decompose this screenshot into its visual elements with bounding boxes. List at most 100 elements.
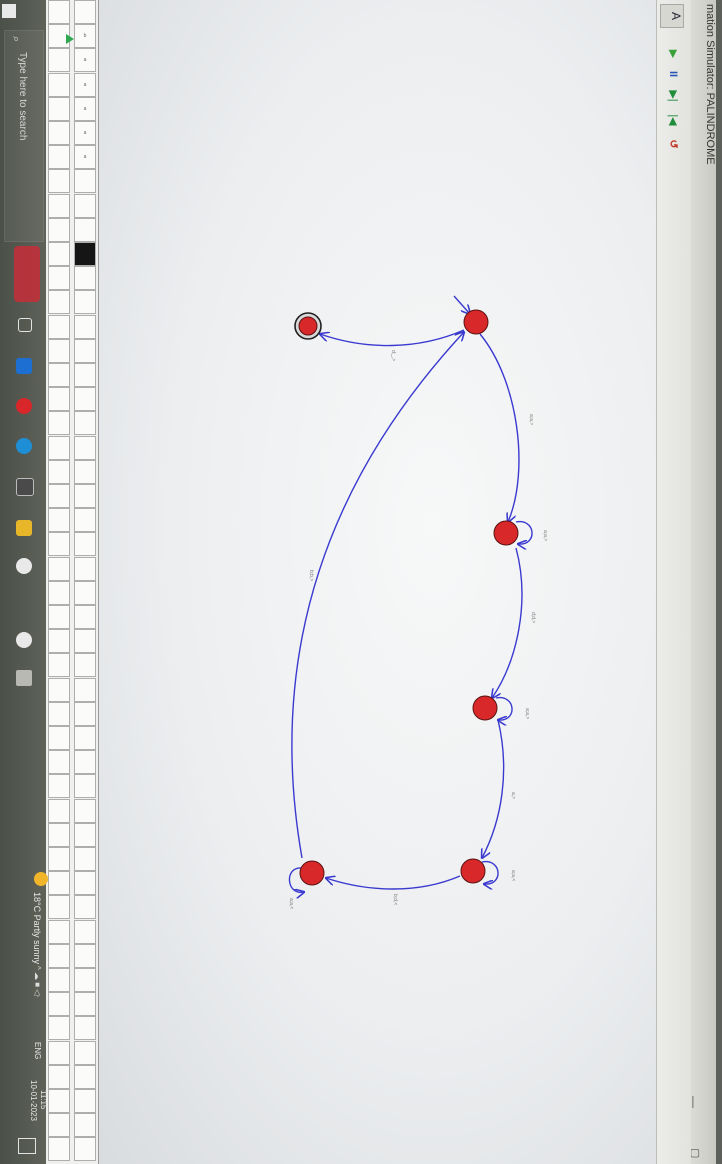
tape-cell[interactable] <box>74 847 96 871</box>
self-loop-q3[interactable] <box>481 861 499 884</box>
tape-cell[interactable]: a <box>74 121 96 145</box>
tape-cell[interactable] <box>48 532 70 557</box>
diagram-canvas[interactable]: a;a,> a;a,> d;d,> a;a,> a,> a;a,< b;d,< … <box>98 0 656 1164</box>
store-icon[interactable] <box>16 478 34 496</box>
tape-cell[interactable] <box>74 435 96 460</box>
edge-q3-q4[interactable] <box>326 875 461 890</box>
tape-cell[interactable] <box>74 629 96 654</box>
tape-cell[interactable] <box>48 338 70 363</box>
chrome-profile-icon[interactable] <box>16 632 32 648</box>
tape-cell[interactable] <box>48 847 70 871</box>
tape-cell[interactable] <box>74 605 96 629</box>
state-final[interactable] <box>294 312 322 340</box>
tape-cell[interactable] <box>48 919 70 944</box>
tape-cell[interactable] <box>48 193 70 218</box>
tape-cell[interactable] <box>48 145 70 170</box>
tape-cell[interactable]: a <box>74 72 96 97</box>
tape-cell[interactable] <box>48 726 70 750</box>
tape-cell[interactable] <box>74 919 96 944</box>
state-q3[interactable] <box>460 858 486 884</box>
tape-row-top[interactable] <box>48 0 72 1164</box>
state-q0[interactable] <box>463 309 489 335</box>
jflap-app-icon[interactable] <box>16 670 32 686</box>
edge-q0-q1[interactable] <box>479 333 520 522</box>
tape-cell[interactable] <box>48 314 70 339</box>
tape-cell[interactable] <box>74 508 96 533</box>
attribute-editor-button[interactable]: A <box>660 4 684 28</box>
tape-cell[interactable] <box>48 968 70 992</box>
tape-cell[interactable] <box>48 895 70 920</box>
start-button[interactable] <box>2 4 16 18</box>
acrobat-icon[interactable] <box>16 596 32 612</box>
state-q4[interactable] <box>299 860 325 886</box>
self-loop-q4[interactable] <box>288 867 304 892</box>
tape-cell[interactable] <box>74 1016 96 1041</box>
tape-cell[interactable] <box>74 459 96 484</box>
tape-cell[interactable] <box>74 726 96 750</box>
tape-cell[interactable] <box>48 1113 70 1138</box>
tape-cell[interactable] <box>48 1064 70 1089</box>
tape-cell[interactable] <box>48 387 70 412</box>
task-view-icon[interactable] <box>18 318 32 332</box>
tape-cell[interactable] <box>48 653 70 678</box>
tape-cell[interactable] <box>48 943 70 968</box>
state-q2[interactable] <box>472 695 498 721</box>
tape-cell[interactable] <box>74 1113 96 1138</box>
tape-cell[interactable] <box>48 798 70 823</box>
tape-cell[interactable] <box>48 580 70 605</box>
tape-cell[interactable] <box>48 1016 70 1041</box>
tape-cell[interactable] <box>74 968 96 992</box>
taskbar-search[interactable] <box>4 30 44 242</box>
edge-q1-q2[interactable] <box>492 547 523 698</box>
tape-cell[interactable] <box>74 169 96 194</box>
step-back-icon[interactable]: |◀ <box>667 114 679 126</box>
tape-cell[interactable] <box>74 387 96 412</box>
tape-cell[interactable] <box>48 774 70 799</box>
edge-q2-q3[interactable] <box>482 719 505 858</box>
state-q1[interactable] <box>493 520 519 546</box>
tape-cell[interactable] <box>48 48 70 73</box>
notification-icon[interactable] <box>18 1138 36 1154</box>
file-explorer-icon[interactable] <box>16 520 32 536</box>
tape-cell[interactable] <box>74 580 96 605</box>
language-indicator[interactable]: ENG <box>33 1042 42 1060</box>
tape-cell[interactable]: b <box>74 24 96 49</box>
tape-cell[interactable] <box>74 266 96 291</box>
tape-cell[interactable] <box>48 242 70 266</box>
chrome-icon[interactable] <box>16 558 32 574</box>
tape-cell[interactable] <box>74 1137 96 1162</box>
tape-cell[interactable] <box>48 1137 70 1162</box>
clock-time[interactable]: 11:15 <box>39 1090 48 1110</box>
tape-cell[interactable] <box>48 1040 70 1065</box>
tape-cell[interactable] <box>48 72 70 97</box>
tape-cell[interactable] <box>48 290 70 315</box>
tape-cell[interactable] <box>48 701 70 726</box>
edge-q4-q0[interactable] <box>291 332 464 859</box>
play-icon[interactable]: ▶ <box>667 49 679 59</box>
tape-cell[interactable]: a <box>74 145 96 170</box>
tape-cell[interactable] <box>48 96 70 121</box>
tape-cell[interactable] <box>48 556 70 581</box>
tape-cell[interactable] <box>48 605 70 629</box>
tape-cell[interactable] <box>74 822 96 847</box>
weather-icon[interactable] <box>34 872 48 886</box>
tape-cell[interactable] <box>74 314 96 339</box>
tape-cell[interactable] <box>48 459 70 484</box>
tape-cell[interactable]: a <box>74 48 96 73</box>
tape-cell[interactable] <box>74 411 96 436</box>
tape-cell[interactable] <box>74 1064 96 1089</box>
tape-cell[interactable] <box>74 653 96 678</box>
tape-cell[interactable] <box>48 1089 70 1113</box>
tape-cell[interactable] <box>74 992 96 1017</box>
edge-icon[interactable] <box>16 438 32 454</box>
tape-cell[interactable] <box>48 266 70 291</box>
tape-cell[interactable] <box>48 750 70 775</box>
tape-cell[interactable] <box>48 822 70 847</box>
self-loop-q2[interactable] <box>495 697 513 720</box>
tape-cell[interactable] <box>74 242 96 266</box>
system-tray-icons[interactable]: ^ ☁ ■ ◁ᐧ <box>33 966 42 998</box>
self-loop-q1[interactable] <box>515 521 533 544</box>
weather-widget[interactable]: 18°C Partly sunny <box>32 892 42 965</box>
tape-cell[interactable] <box>48 363 70 387</box>
